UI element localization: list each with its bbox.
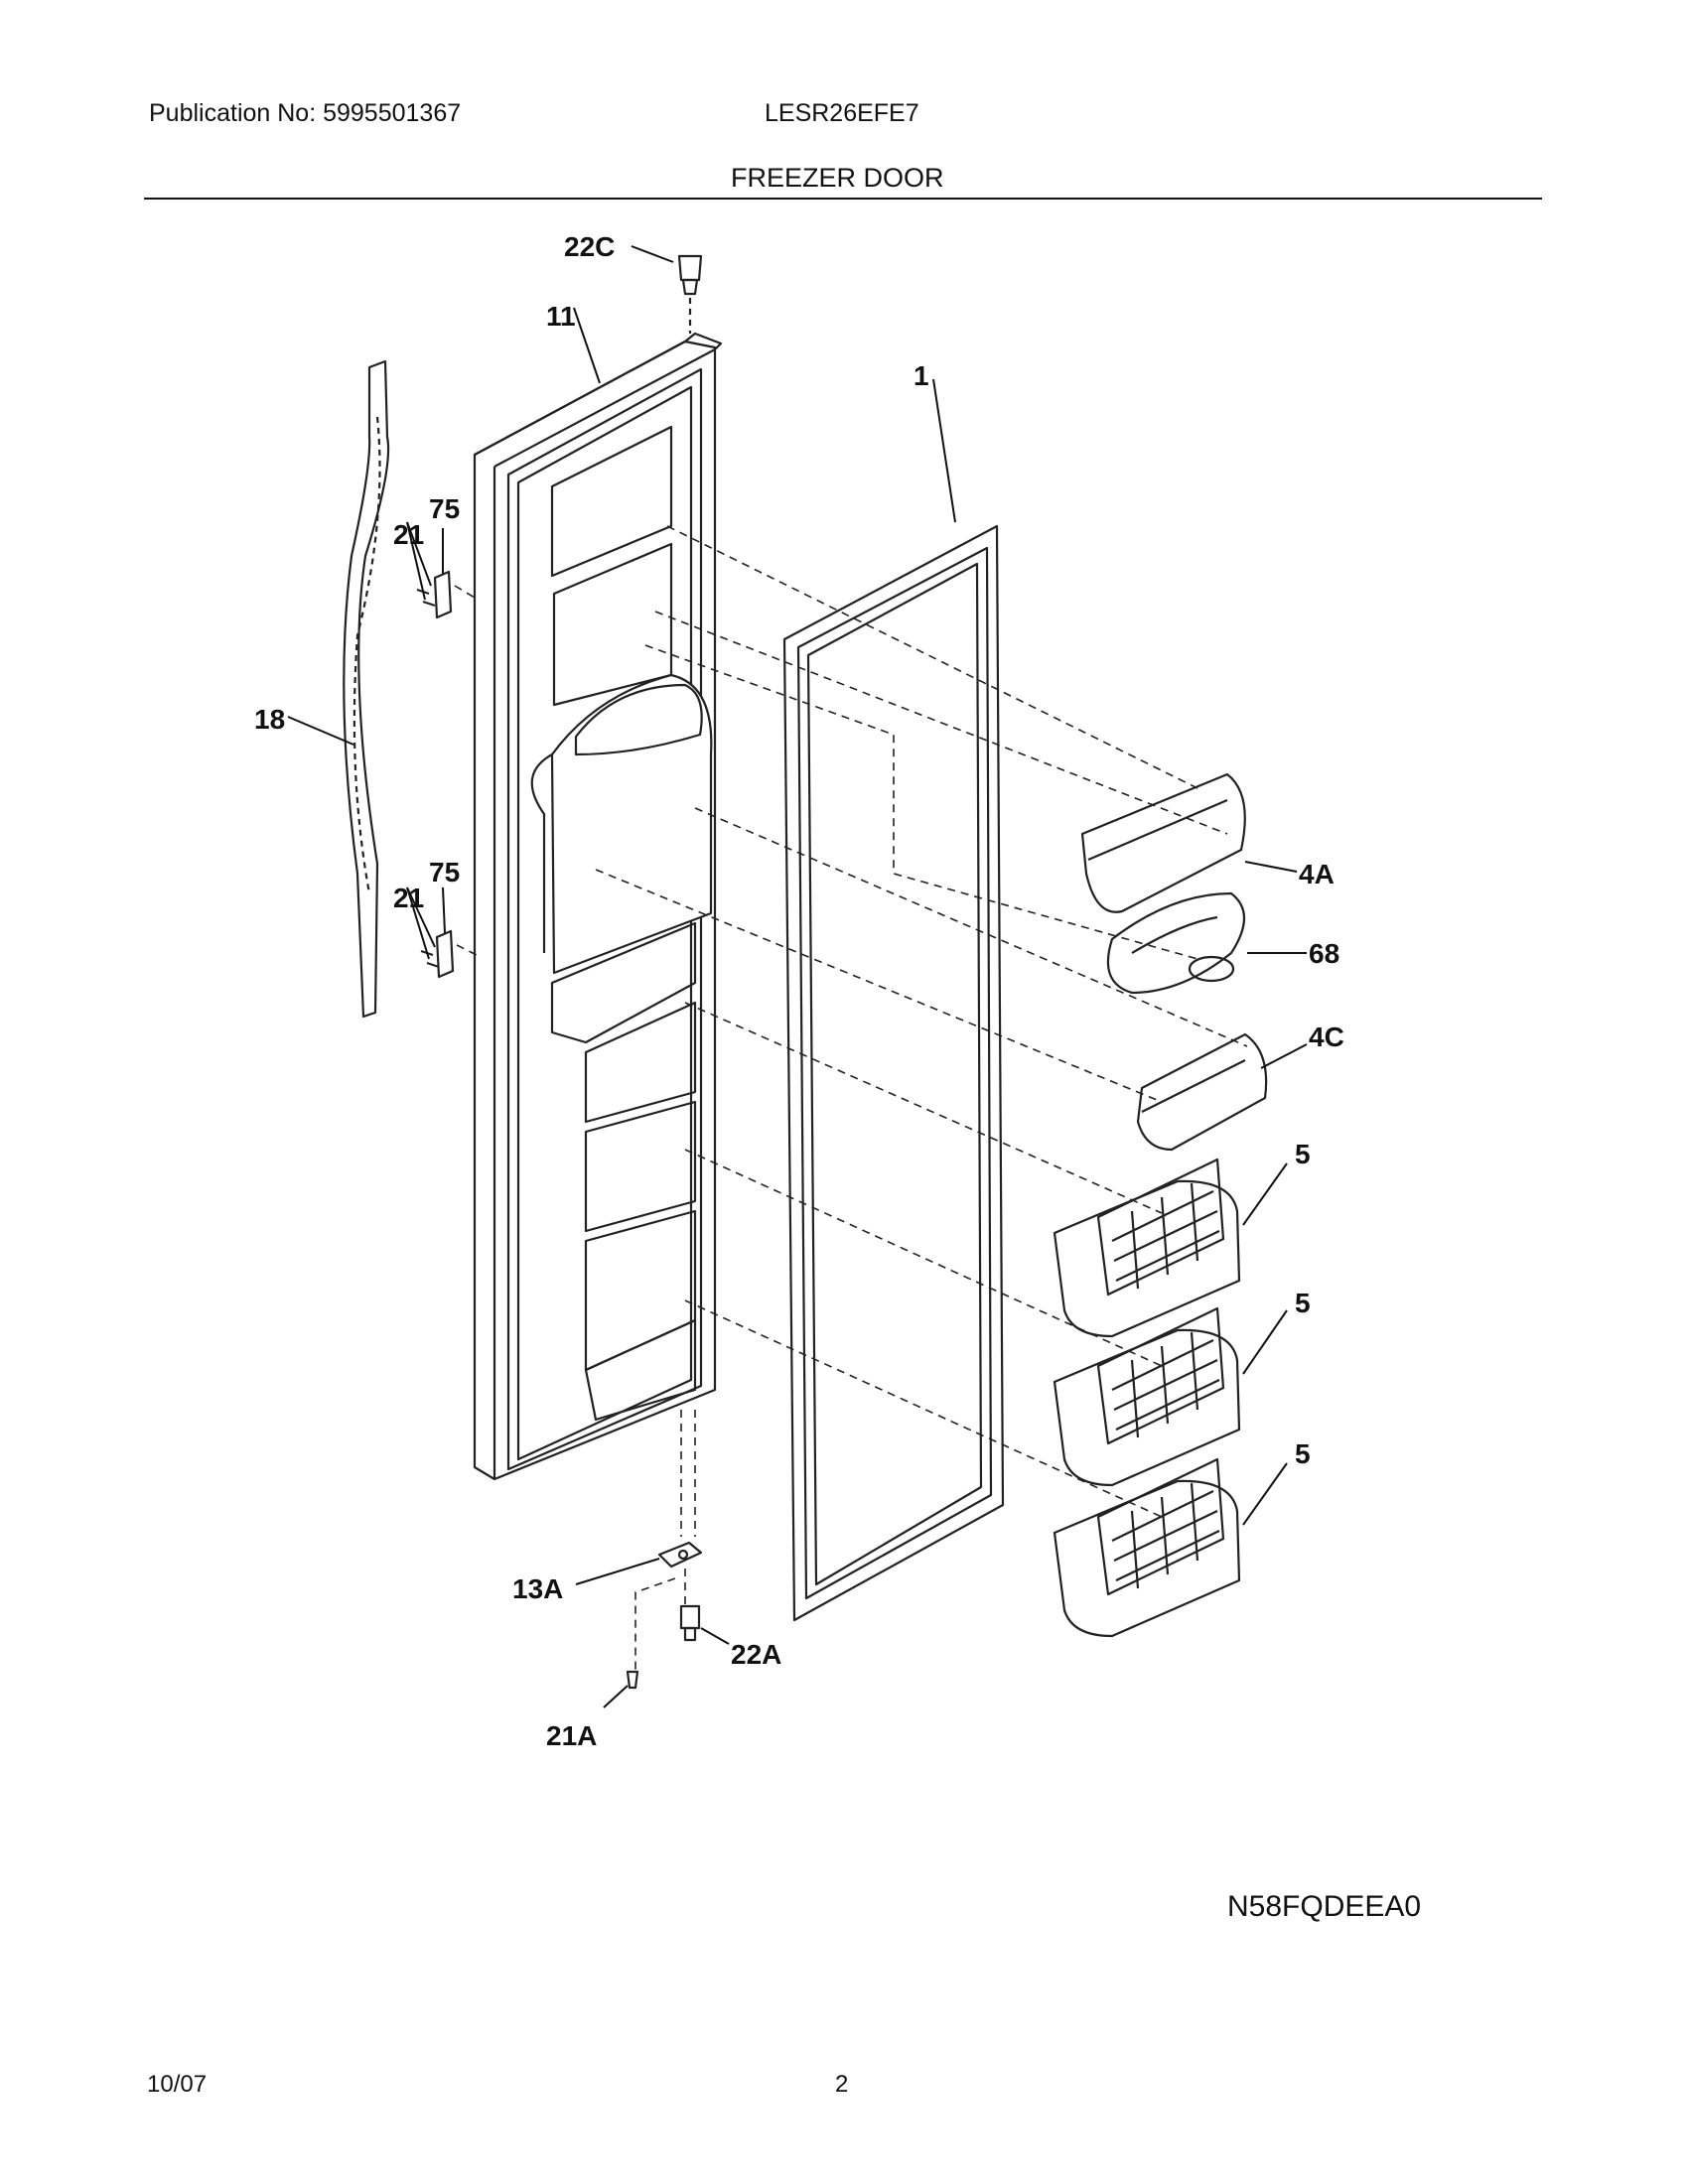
- door-bin-4a: [1080, 772, 1246, 913]
- bottom-hinge-pin: [679, 1604, 701, 1642]
- diagram-code: N58FQDEEA0: [1227, 1890, 1422, 1923]
- door-shell: [473, 332, 723, 1481]
- footer-date: 10/07: [147, 2071, 208, 2098]
- leader-lines: [287, 245, 1308, 1708]
- wire-basket-middle: [1053, 1306, 1241, 1487]
- callout-5-lower: 5: [1295, 1438, 1311, 1469]
- model-number: LESR26EFE7: [765, 99, 919, 127]
- callout-18: 18: [254, 704, 285, 735]
- ice-bucket-68: [1106, 891, 1245, 995]
- publication-number: Publication No: 5995501367: [149, 99, 462, 127]
- callout-75-lower: 75: [429, 857, 460, 887]
- alignment-lines: [454, 525, 1248, 1670]
- callout-5-middle: 5: [1295, 1288, 1311, 1318]
- callout-4c: 4C: [1309, 1022, 1344, 1052]
- callout-21a: 21A: [546, 1720, 597, 1751]
- bottom-hinge-bracket: [657, 1541, 703, 1569]
- callout-13a: 13A: [512, 1573, 563, 1604]
- door-bin-4c: [1136, 1032, 1268, 1152]
- lower-handle-bracket: [420, 929, 455, 979]
- callout-labels: 22C 11 1 75 21 18 75 21 4A 68 4C 5 5 5 1…: [254, 231, 1344, 1751]
- callout-4a: 4A: [1299, 859, 1335, 889]
- callout-1: 1: [914, 360, 929, 391]
- callout-21-upper: 21: [393, 519, 424, 550]
- door-gasket: [782, 524, 1005, 1622]
- bottom-screw: [626, 1670, 639, 1690]
- callout-22a: 22A: [731, 1639, 781, 1670]
- header-rule: [144, 198, 1542, 200]
- page-number: 2: [835, 2071, 849, 2098]
- wire-basket-upper: [1053, 1158, 1241, 1338]
- callout-5-upper: 5: [1295, 1139, 1311, 1169]
- upper-handle-bracket: [416, 570, 453, 619]
- callout-68: 68: [1309, 938, 1339, 969]
- wire-basket-lower: [1053, 1457, 1241, 1638]
- callout-11: 11: [546, 301, 576, 332]
- top-hinge-pin: [677, 254, 703, 334]
- callout-22c: 22C: [564, 231, 615, 262]
- section-title: FREEZER DOOR: [731, 163, 944, 193]
- callout-75-upper: 75: [429, 493, 460, 524]
- door-handle: [343, 359, 390, 1019]
- callout-21-lower: 21: [393, 883, 424, 913]
